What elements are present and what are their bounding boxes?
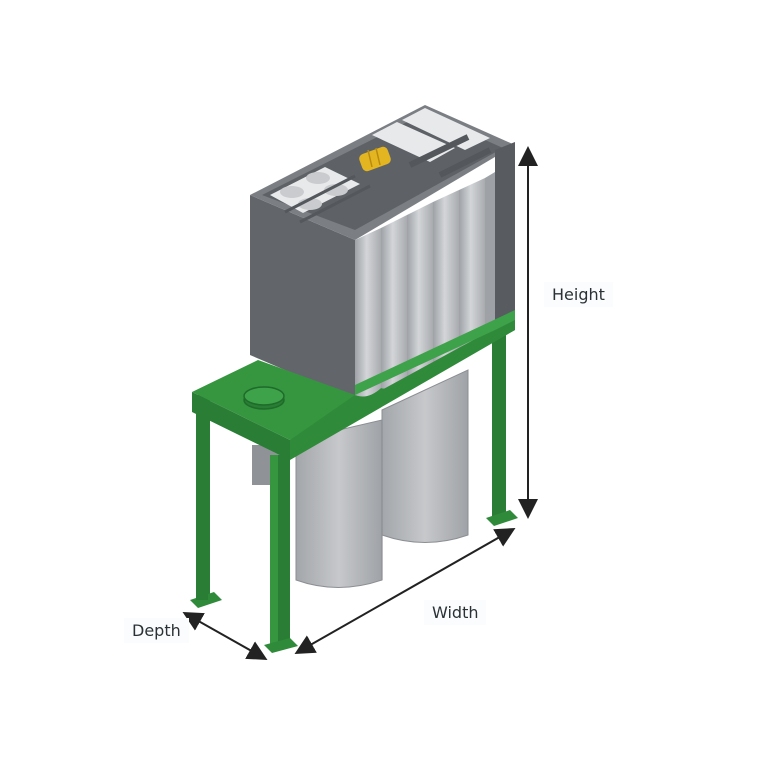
pulse-valve-yellow (359, 146, 391, 172)
width-dimension-arrow (294, 528, 516, 654)
front-right-leg-far (196, 410, 208, 600)
back-right-leg (486, 320, 518, 526)
top-filter-openings (270, 108, 492, 224)
height-label: Height (544, 282, 613, 307)
depth-dimension-arrow (182, 612, 268, 660)
support-frame (192, 310, 515, 460)
filter-housing (250, 105, 515, 400)
width-label: Width (424, 600, 487, 625)
filter-cartridges (355, 172, 495, 397)
front-left-leg (264, 455, 298, 653)
depth-label: Depth (124, 618, 189, 643)
